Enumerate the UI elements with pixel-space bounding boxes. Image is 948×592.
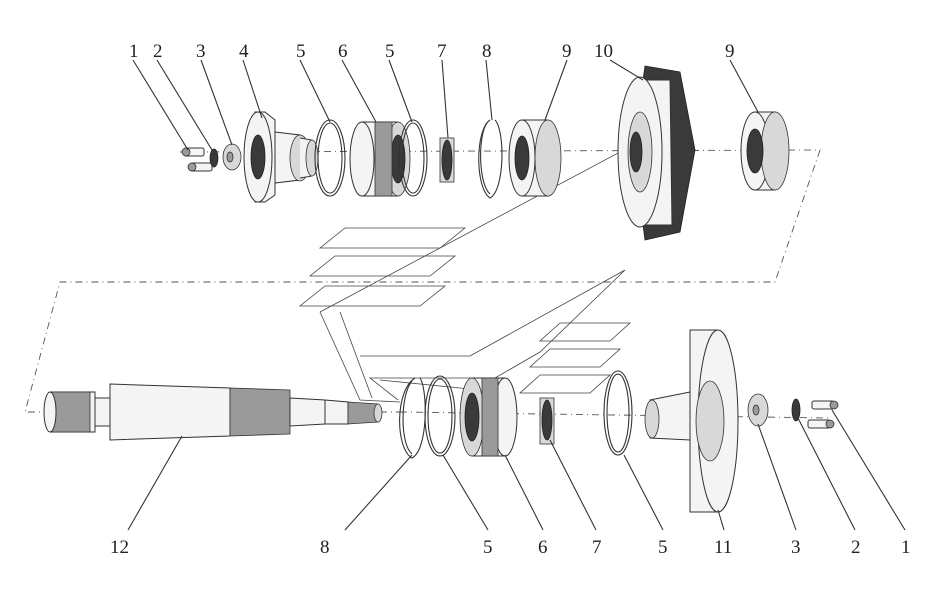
part-8-snap-ring-top [478,119,503,199]
callout-7-top: 7 [437,41,447,62]
callout-2-top: 2 [153,41,163,62]
callout-6-bottom: 6 [538,537,548,558]
part-3-plate-top [222,143,242,171]
part-11-flange [644,329,739,513]
callout-5-bottom-b: 5 [658,537,668,558]
callout-7-bottom: 7 [592,537,602,558]
callout-3-bottom: 3 [791,537,801,558]
part-2-washer-top [209,148,219,168]
leader-lines-bottom [127,409,906,531]
part-10-gear [617,65,696,241]
callout-10-top: 10 [594,41,613,62]
callout-numbers-top: 1 2 3 4 5 6 5 7 8 9 10 9 [129,41,735,62]
callout-9-top-a: 9 [562,41,572,62]
part-5-oring-top-a [314,119,346,197]
part-8-snap-ring-bottom [399,377,426,459]
part-3-plate-bottom [747,393,769,427]
guide-band-left [298,127,666,403]
callout-5-top-b: 5 [385,41,395,62]
callout-8-top: 8 [482,41,492,62]
part-1-bolts-bottom [807,400,839,429]
part-2-washer-bottom [791,398,801,422]
callout-2-bottom: 2 [851,537,861,558]
callout-6-top: 6 [338,41,348,62]
part-9-bearing-top-right [740,111,790,191]
part-6-bearing-bottom [459,377,518,457]
part-1-bolts-top [181,147,213,172]
part-5-oring-bottom-a [424,375,456,457]
callout-11-bottom: 11 [714,537,732,558]
part-6-bearing-top [349,121,411,197]
callout-numbers-bottom: 12 8 5 6 7 5 11 3 2 1 [110,537,911,558]
callout-3-top: 3 [196,41,206,62]
callout-5-bottom-a: 5 [483,537,493,558]
callout-4-top: 4 [239,41,249,62]
part-5-oring-bottom-b [603,370,633,456]
part-12-shaft [43,383,383,441]
callout-12-bottom: 12 [110,537,129,558]
callout-9-top-b: 9 [725,41,735,62]
part-7-sleeve-bottom [539,397,555,445]
part-9-bearing-top-left [508,119,562,197]
callout-8-bottom: 8 [320,537,330,558]
callout-5-top-a: 5 [296,41,306,62]
callout-1-top: 1 [129,41,139,62]
part-4-flange-hub [243,111,319,203]
part-7-sleeve-top [439,137,455,183]
callout-1-bottom: 1 [901,537,911,558]
leader-lines-top [132,59,759,151]
part-5-oring-top-b [398,119,428,197]
